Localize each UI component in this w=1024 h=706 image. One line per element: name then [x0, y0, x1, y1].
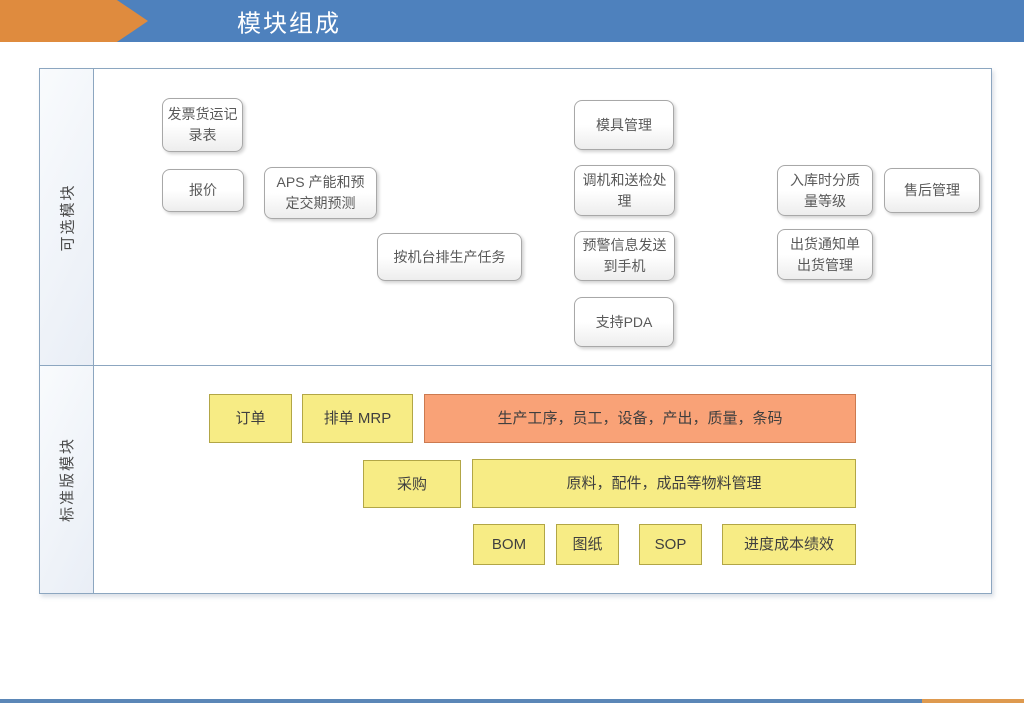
footer-accent-line-orange: [922, 699, 1024, 703]
module-box-mold-management: 模具管理: [574, 100, 674, 150]
module-box-production-process: 生产工序，员工，设备，产出，质量，条码: [424, 394, 856, 443]
module-box-mrp-scheduling: 排单 MRP: [302, 394, 413, 443]
module-box-materials-management: 原料，配件，成品等物料管理: [472, 459, 856, 508]
module-box-orders: 订单: [209, 394, 292, 443]
module-box-invoice-shipping-record: 发票货运记 录表: [162, 98, 243, 152]
module-box-drawings: 图纸: [556, 524, 619, 565]
module-box-quotation: 报价: [162, 169, 244, 212]
optional-section-label-cell: 可选模块: [40, 69, 94, 365]
standard-modules-section: 标准版模块: [40, 366, 991, 593]
standard-section-label: 标准版模块: [59, 436, 77, 523]
footer-accent-line-blue: [0, 699, 922, 703]
optional-section-label: 可选模块: [59, 182, 77, 252]
module-box-machine-task-scheduling: 按机台排生产任务: [377, 233, 522, 281]
optional-modules-section: 可选模块: [40, 69, 991, 366]
module-box-pda-support: 支持PDA: [574, 297, 674, 347]
module-box-alert-to-phone: 预警信息发送 到手机: [574, 231, 675, 281]
module-box-aps-capacity-forecast: APS 产能和预 定交期预测: [264, 167, 377, 219]
module-box-purchasing: 采购: [363, 460, 461, 508]
module-box-shipping-notice: 出货通知单 出货管理: [777, 229, 873, 280]
module-box-bom: BOM: [473, 524, 545, 565]
module-box-progress-cost-performance: 进度成本绩效: [722, 524, 856, 565]
module-box-inbound-quality-grade: 入库时分质 量等级: [777, 165, 873, 216]
header-arrow-shape: [0, 0, 148, 42]
standard-section-label-cell: 标准版模块: [40, 366, 94, 593]
module-box-after-sales: 售后管理: [884, 168, 980, 213]
module-box-sop: SOP: [639, 524, 702, 565]
slide-title: 模块组成: [237, 10, 341, 38]
module-box-tuning-inspection: 调机和送检处 理: [574, 165, 675, 216]
header-title-bar: 模块组成: [113, 0, 1024, 42]
